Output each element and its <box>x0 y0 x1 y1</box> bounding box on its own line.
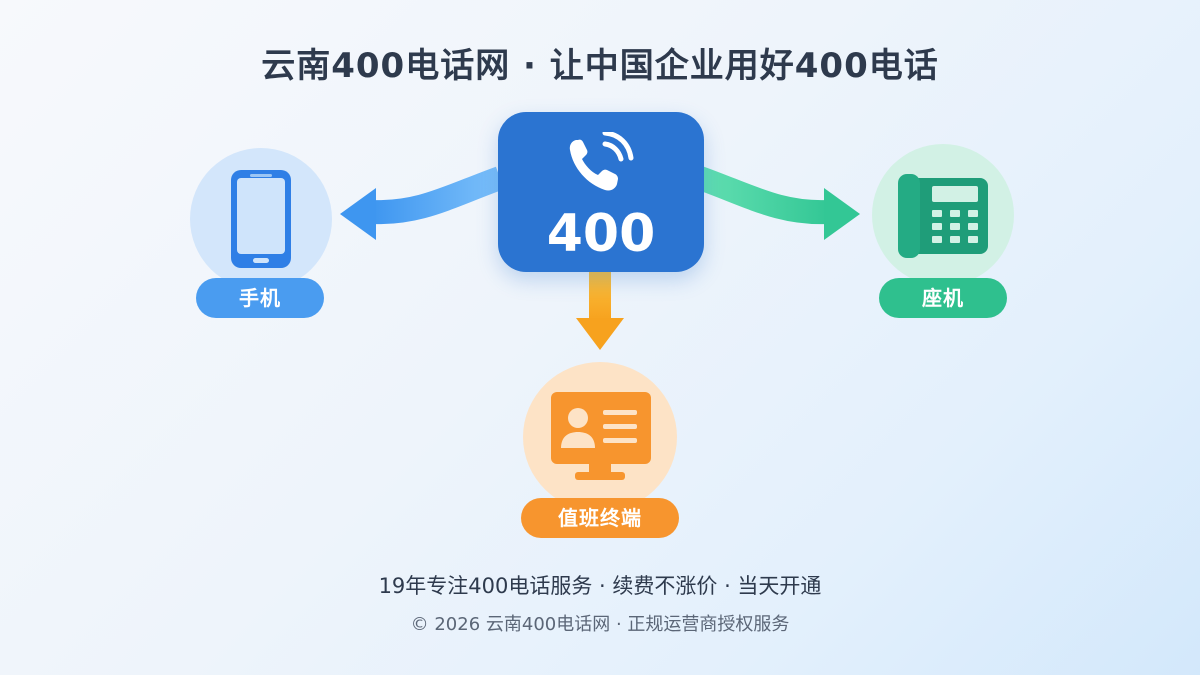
features-line: 19年专注400电话服务 · 续费不涨价 · 当天开通 <box>378 574 822 598</box>
landline-label: 座机 <box>879 278 1007 318</box>
mobile-node <box>190 148 332 290</box>
mobile-label: 手机 <box>196 278 324 318</box>
arrow-head-left <box>340 188 376 240</box>
hub-400-box: 400 <box>498 112 704 272</box>
arrow-head-right <box>824 188 860 240</box>
phone-ringing-icon <box>569 132 634 191</box>
arrow-head-down <box>576 318 624 350</box>
arrow-to-landline <box>695 166 829 225</box>
arrow-to-mobile <box>371 166 505 225</box>
landline-node <box>872 144 1014 286</box>
smartphone-icon <box>231 170 291 268</box>
copyright-line: © 2026 云南400电话网 · 正规运营商授权服务 <box>410 614 790 635</box>
monitor-contact-card-icon <box>551 392 651 480</box>
page-title: 云南400电话网 · 让中国企业用好400电话 <box>261 46 939 86</box>
hub-label: 400 <box>546 204 656 264</box>
terminal-label: 值班终端 <box>521 498 679 538</box>
arrow-to-terminal <box>589 270 611 320</box>
desk-phone-icon <box>898 174 988 258</box>
terminal-node <box>523 362 677 512</box>
